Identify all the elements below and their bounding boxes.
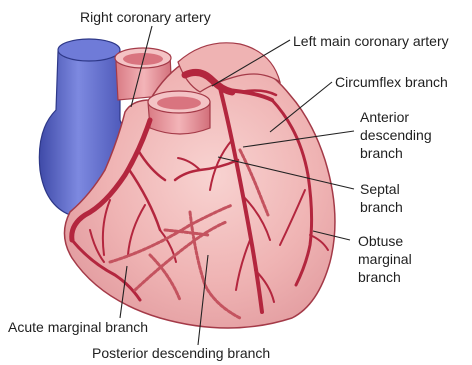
label-anterior-descending-branch: Anterior descending branch: [360, 108, 432, 162]
label-septal-branch: Septal branch: [360, 180, 403, 216]
label-obtuse-marginal-branch: Obtuse marginal branch: [358, 232, 412, 286]
label-right-coronary-artery: Right coronary artery: [80, 8, 211, 26]
vena-cava-opening: [58, 39, 120, 61]
label-acute-marginal-branch: Acute marginal branch: [8, 318, 148, 336]
label-posterior-descending-branch: Posterior descending branch: [92, 344, 270, 362]
label-left-main-coronary-artery: Left main coronary artery: [293, 32, 449, 50]
label-circumflex-branch: Circumflex branch: [335, 73, 448, 91]
